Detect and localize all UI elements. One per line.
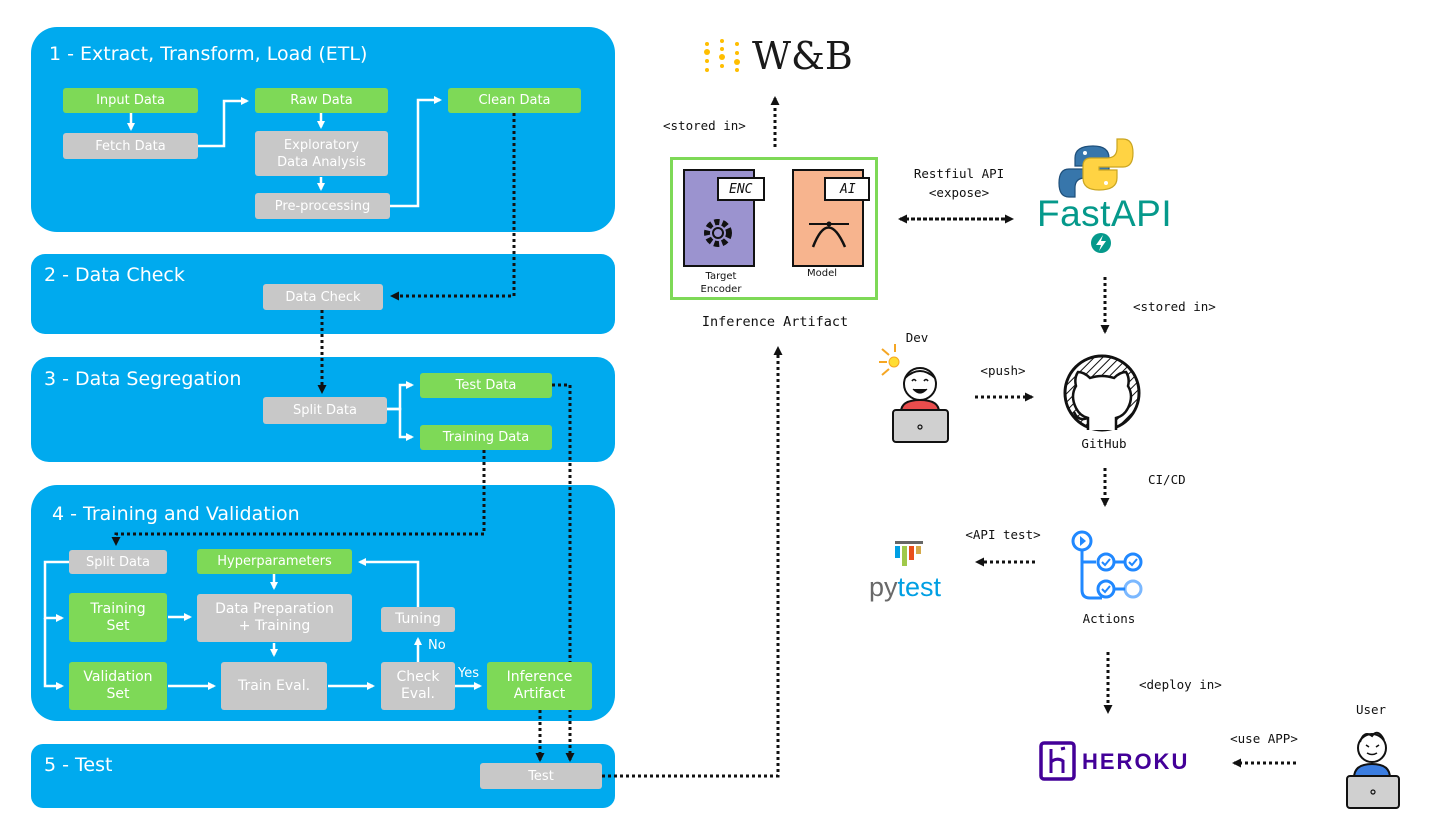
check-eval-box: Check Eval. — [381, 662, 455, 710]
pytest-logo-py: py — [869, 572, 898, 602]
heroku-logo: HEROKU — [1082, 749, 1190, 774]
validation-set-box: Validation Set — [69, 662, 167, 710]
data-segregation-title: 3 - Data Segregation — [44, 368, 242, 390]
raw-data-box: Raw Data — [255, 88, 388, 113]
fetch-data-box: Fetch Data — [63, 133, 198, 159]
test-data-box: Test Data — [420, 373, 552, 398]
dotted-clean-to-check — [390, 113, 516, 301]
pytest-logo-test: test — [897, 572, 942, 602]
inference-artifact-box: Inference Artifact — [487, 662, 592, 710]
etl-arrows — [127, 96, 442, 208]
dotted-testdata-to-test — [552, 383, 575, 762]
pipeline-dotted-arrows — [111, 96, 1296, 778]
data-preparation-box: Data Preparation + Training — [197, 594, 352, 642]
yes-label: Yes — [458, 666, 479, 681]
etl-title: 1 - Extract, Transform, Load (ETL) — [49, 43, 368, 65]
actions-label: Actions — [1082, 611, 1136, 626]
train-eval-box: Train Eval. — [221, 662, 327, 710]
arrow-preprocessing-to-clean — [390, 96, 442, 208]
training-validation-title: 4 - Training and Validation — [52, 503, 300, 525]
push-label: <push> — [980, 363, 1026, 378]
dotted-test-to-artifact — [602, 346, 783, 778]
tuning-box: Tuning — [381, 607, 455, 632]
data-check-box: Data Check — [263, 284, 383, 310]
test-box: Test — [480, 763, 602, 789]
hyperparameters-box: Hyperparameters — [197, 549, 352, 574]
pytest-logo: pytest — [869, 572, 941, 603]
api-test-label: <API test> — [965, 527, 1041, 542]
segregation-arrows — [387, 381, 414, 441]
use-app-label: <use APP> — [1230, 731, 1298, 746]
restful-api-label: Restfiul API — [913, 166, 1005, 181]
target-encoder-caption: Target Encoder — [700, 271, 742, 295]
dev-label: Dev — [905, 330, 929, 345]
arrow-tuning-to-hyper — [358, 558, 420, 607]
stored-in-github-label: <stored in> — [1133, 299, 1216, 314]
expose-label: <expose> — [928, 185, 990, 200]
split-data-box: Split Data — [263, 397, 387, 424]
preprocessing-box: Pre-processing — [255, 193, 390, 219]
github-label: GitHub — [1081, 436, 1127, 451]
model-caption: Model — [807, 268, 838, 279]
data-check-title: 2 - Data Check — [44, 264, 185, 286]
ai-tag: AI — [840, 182, 856, 197]
arrow-fetch-to-raw — [198, 97, 249, 148]
enc-tag: ENC — [729, 182, 753, 197]
user-label: User — [1355, 702, 1387, 717]
arrow-split-to-test — [387, 381, 414, 411]
clean-data-box: Clean Data — [448, 88, 581, 113]
training-data-box: Training Data — [420, 425, 552, 450]
no-label: No — [428, 638, 446, 653]
arrow-split-to-training — [387, 407, 414, 441]
wandb-logo: W&B — [752, 34, 853, 78]
input-data-box: Input Data — [63, 88, 198, 113]
arrow-split-to-validation-set — [43, 618, 64, 690]
training-arrows — [43, 558, 482, 690]
training-set-box: Training Set — [69, 593, 167, 642]
test-title: 5 - Test — [44, 754, 113, 776]
fastapi-logo: FastAPI — [1037, 193, 1173, 234]
split-data-box-training: Split Data — [69, 550, 167, 574]
arrow-split-to-training-set — [43, 560, 69, 622]
cicd-label: CI/CD — [1148, 472, 1186, 487]
eda-box: Exploratory Data Analysis — [255, 131, 388, 176]
dotted-trainingdata-to-split — [111, 450, 486, 546]
deploy-in-label: <deploy in> — [1139, 677, 1222, 692]
stored-in-wandb-label: <stored in> — [663, 118, 746, 133]
inference-artifact-label: Inference Artifact — [701, 314, 849, 330]
